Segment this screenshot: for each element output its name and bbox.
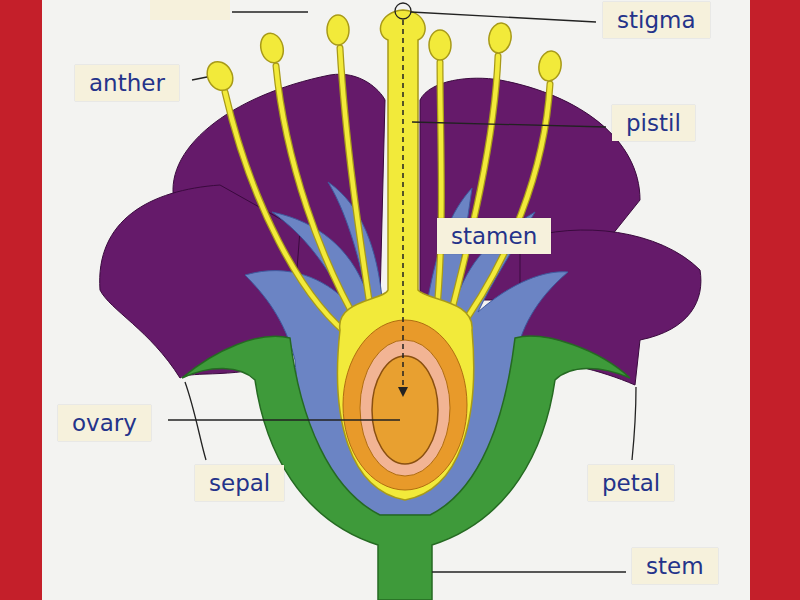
ovule bbox=[372, 356, 438, 464]
part-label: stem bbox=[632, 548, 718, 584]
cut-tape bbox=[150, 0, 230, 20]
part-label: stigma bbox=[603, 2, 710, 38]
pollen-path-arrow bbox=[402, 20, 404, 396]
part-label: pistil bbox=[612, 105, 695, 141]
part-label: stamen bbox=[437, 218, 551, 254]
ovary-layer bbox=[360, 340, 450, 476]
leader-lines bbox=[168, 12, 636, 572]
ovary-wall bbox=[343, 320, 467, 490]
stigma-circle bbox=[395, 3, 411, 19]
part-label: ovary bbox=[58, 405, 151, 441]
part-label: sepal bbox=[195, 465, 284, 501]
leader-line bbox=[232, 11, 308, 13]
paper-sheet bbox=[42, 0, 750, 600]
sepal-cup bbox=[182, 336, 630, 600]
part-label: petal bbox=[588, 465, 674, 501]
part-label: anther bbox=[75, 65, 179, 101]
pistil-shape bbox=[338, 10, 474, 500]
